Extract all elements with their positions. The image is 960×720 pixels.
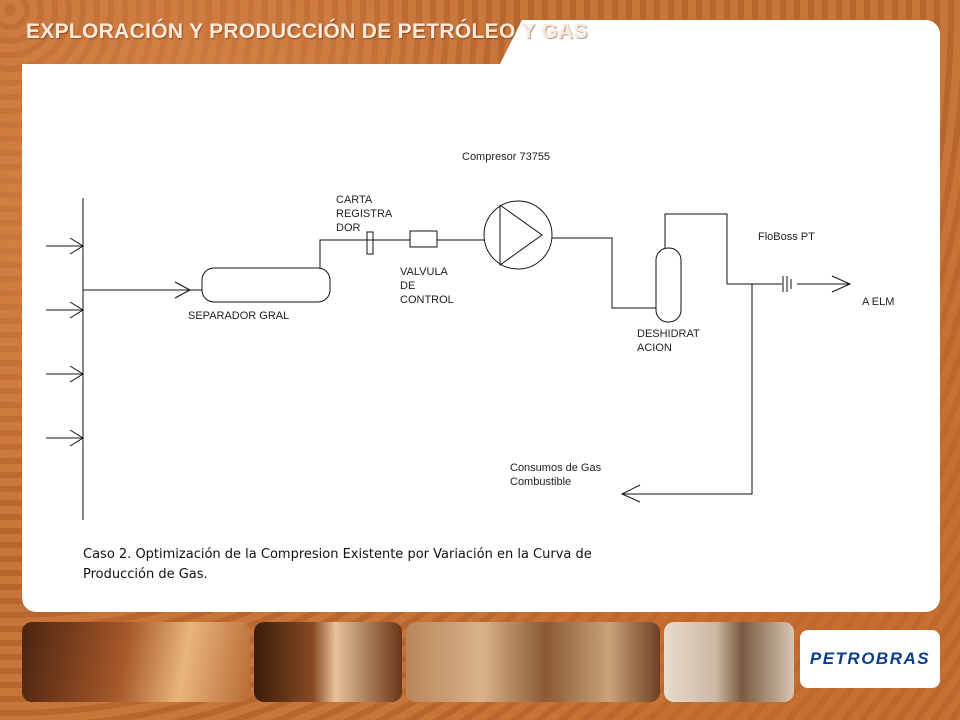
control-valve-label-3: CONTROL: [400, 294, 454, 306]
floboss-label: FloBoss PT: [758, 231, 815, 243]
output-arrow: [831, 275, 852, 293]
compressor-label: Compresor 73755: [462, 151, 550, 163]
separator-vessel: [201, 267, 331, 303]
company-logo: PETROBRAS: [800, 630, 940, 688]
separator-label: SEPARADOR GRAL: [188, 310, 289, 322]
field-workers-photo: [664, 622, 794, 702]
page-title: EXPLORACIÓN Y PRODUCCIÓN DE PETRÓLEO Y G…: [26, 20, 588, 43]
logo-text: PETROBRAS: [809, 649, 931, 668]
caption-line-1: Caso 2. Optimización de la Compresion Ex…: [83, 547, 592, 562]
inlet-arrow: [46, 429, 84, 447]
chart-recorder-label-1: CARTA: [336, 194, 373, 206]
dehydration-label-2: ACION: [637, 342, 672, 354]
plant-facility-photo: [406, 622, 660, 702]
oil-pump-photo: [22, 622, 250, 702]
control-valve-label-2: DE: [400, 280, 415, 292]
fuel-gas-arrow: [620, 484, 641, 503]
content-panel: [22, 20, 940, 612]
inlet-arrow: [46, 301, 84, 319]
figure-caption: Caso 2. Optimización de la Compresion Ex…: [83, 545, 723, 585]
footer-photo-strip: PETROBRAS: [0, 622, 960, 710]
fuel-gas-label-1: Consumos de Gas: [510, 462, 602, 474]
chart-recorder: [366, 231, 374, 255]
inlet-arrow: [46, 365, 84, 383]
output-label: A ELM: [862, 296, 894, 308]
control-valve-label-1: VALVULA: [400, 266, 449, 278]
workers-helmets-photo: [254, 622, 402, 702]
floboss-meter: [782, 276, 792, 292]
chart-recorder-label-3: DOR: [336, 222, 361, 234]
fuel-gas-label-2: Combustible: [510, 476, 571, 488]
dehydration-label-1: DESHIDRAT: [637, 328, 700, 340]
control-valve: [409, 230, 438, 248]
chart-recorder-label-2: REGISTRA: [336, 208, 393, 220]
dehydration-vessel: [655, 247, 682, 323]
compressor-symbol: [483, 200, 553, 270]
inlet-arrow: [46, 237, 84, 255]
caption-line-2: Producción de Gas.: [83, 567, 208, 582]
